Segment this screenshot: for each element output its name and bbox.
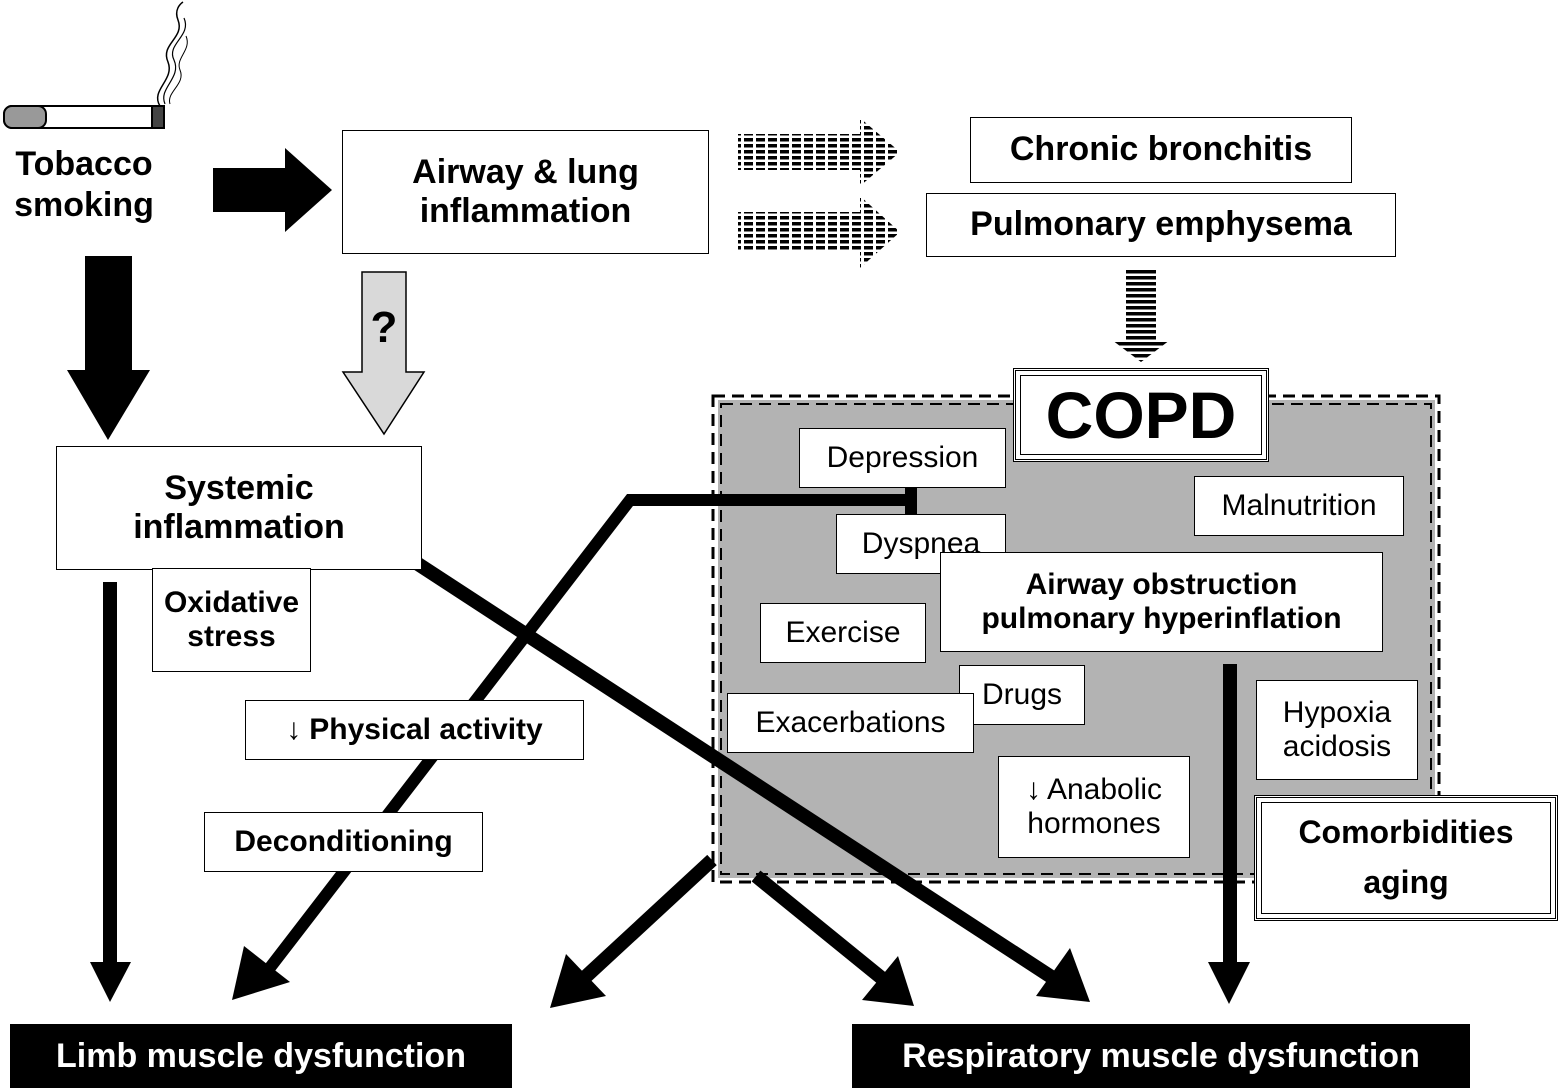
exercise-box: Exercise: [760, 603, 926, 663]
depression-box: Depression: [799, 428, 1006, 488]
airway-obstruction-line-2: pulmonary hyperinflation: [981, 602, 1342, 635]
oxidative-stress-box: Oxidative stress: [152, 568, 311, 672]
hypoxia-line-2: acidosis: [1282, 730, 1392, 763]
deconditioning-box: Deconditioning: [204, 812, 483, 872]
tobacco-line-1: Tobacco: [15, 145, 153, 183]
malnutrition-box: Malnutrition: [1194, 476, 1404, 536]
arrow-systemic-to-respiratory: [414, 558, 1090, 1002]
arrow-tobacco-to-airway: [213, 148, 332, 232]
chronic-bronchitis-label: Chronic bronchitis: [1009, 130, 1313, 169]
exacerbations-label: Exacerbations: [755, 705, 946, 739]
systemic-line-2: inflammation: [133, 508, 345, 546]
anabolic-hormones-box: ↓Anabolic hormones: [998, 756, 1190, 858]
question-mark-label: ?: [370, 303, 398, 352]
hypoxia-line-1: Hypoxia: [1282, 695, 1392, 729]
arrow-copd-to-limb: [550, 854, 717, 1008]
pulmonary-emphysema-box: Pulmonary emphysema: [926, 193, 1396, 257]
exacerbations-box: Exacerbations: [727, 693, 974, 753]
arrow-emphysema-to-copd: [1112, 270, 1170, 362]
comorbidities-line-1: Comorbidities: [1298, 814, 1514, 851]
drugs-label: Drugs: [981, 677, 1063, 711]
arrow-copd-to-respiratory: [751, 870, 914, 1006]
airway-obstruction-line-1: Airway obstruction: [1025, 567, 1298, 601]
pulmonary-emphysema-label: Pulmonary emphysema: [970, 205, 1352, 244]
copd-title-box: COPD: [1013, 368, 1269, 462]
airway-obstruction-box: Airway obstruction pulmonary hyperinflat…: [940, 552, 1383, 652]
chronic-bronchitis-box: Chronic bronchitis: [970, 117, 1352, 183]
limb-muscle-dysfunction-label: Limb muscle dysfunction: [56, 1036, 466, 1075]
down-arrow-icon: ↓: [286, 712, 302, 746]
airway-lung-inflammation-box: Airway & lung inflammation: [342, 130, 709, 254]
respiratory-muscle-dysfunction-label: Respiratory muscle dysfunction: [902, 1036, 1420, 1075]
arrow-systemic-to-limb: [90, 582, 131, 1002]
airway-lung-line-1: Airway & lung: [412, 152, 639, 191]
arrow-airway-to-bronchitis: [738, 118, 900, 186]
arrow-tobacco-to-systemic: [67, 256, 150, 440]
physical-activity-label: Physical activity: [309, 712, 543, 746]
deconditioning-label: Deconditioning: [234, 824, 453, 858]
limb-muscle-dysfunction-box: Limb muscle dysfunction: [10, 1024, 512, 1088]
arrow-obstruction-to-respiratory: [1208, 664, 1250, 1004]
airway-lung-line-2: inflammation: [419, 192, 632, 230]
physical-activity-box: ↓ Physical activity: [245, 700, 584, 760]
hypoxia-acidosis-box: Hypoxia acidosis: [1256, 680, 1418, 780]
depression-label: Depression: [826, 440, 979, 474]
anabolic-line-1: Anabolic: [1046, 772, 1163, 806]
malnutrition-label: Malnutrition: [1221, 488, 1377, 522]
cigarette-icon: [3, 1, 188, 129]
oxidative-line-2: stress: [187, 620, 276, 653]
comorbidities-aging-box: Comorbidities aging: [1254, 795, 1558, 921]
tobacco-smoking-label: Tobacco smoking: [4, 144, 164, 226]
arrow-airway-to-emphysema: [738, 196, 900, 268]
oxidative-line-1: Oxidative: [163, 585, 300, 619]
arrow-airway-to-systemic-uncertain: [341, 271, 426, 436]
systemic-inflammation-box: Systemic inflammation: [56, 446, 422, 570]
comorbidities-line-2: aging: [1363, 864, 1449, 900]
tobacco-line-2: smoking: [14, 185, 154, 224]
respiratory-muscle-dysfunction-box: Respiratory muscle dysfunction: [852, 1024, 1470, 1088]
exercise-label: Exercise: [785, 615, 901, 649]
anabolic-line-2: hormones: [1027, 807, 1161, 840]
drugs-box: Drugs: [959, 665, 1085, 725]
systemic-line-1: Systemic: [164, 468, 314, 507]
down-arrow-icon: ↓: [1025, 772, 1041, 806]
copd-title: COPD: [1045, 378, 1237, 452]
